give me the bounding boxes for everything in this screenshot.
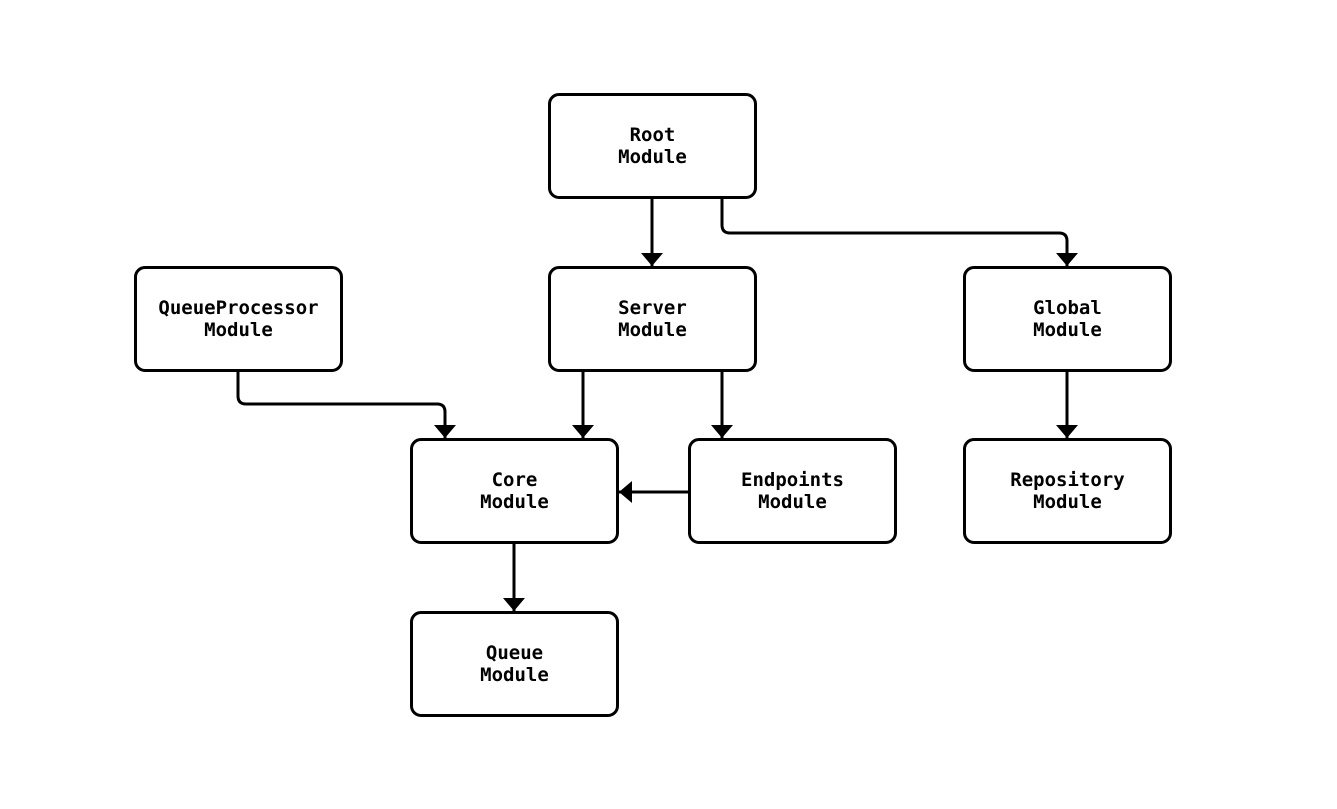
node-queue-module: Queue Module (410, 611, 619, 717)
node-root-module: Root Module (548, 93, 757, 199)
edge-queueprocessor-to-core (236, 372, 456, 438)
node-repository-module: Repository Module (963, 438, 1172, 544)
node-endpoints-module: Endpoints Module (688, 438, 897, 544)
node-core-module: Core Module (410, 438, 619, 544)
edge-root-to-global (720, 199, 1078, 266)
node-server-module: Server Module (548, 266, 757, 372)
node-global-module: Global Module (963, 266, 1172, 372)
node-queueprocessor-module: QueueProcessor Module (134, 266, 343, 372)
